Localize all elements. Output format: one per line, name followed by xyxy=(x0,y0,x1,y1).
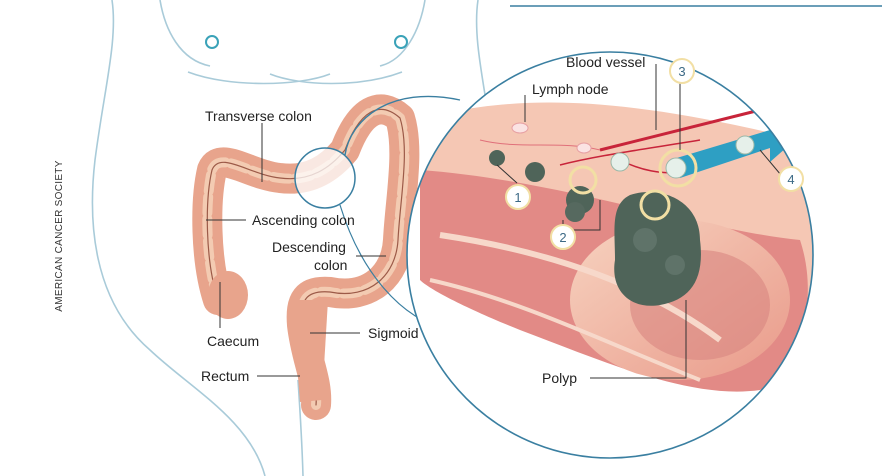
zoom-circle-border xyxy=(406,51,814,459)
zoom-detail xyxy=(407,52,813,458)
svg-text:1: 1 xyxy=(514,190,521,205)
label-lymph-node: Lymph node xyxy=(532,81,609,97)
label-caecum: Caecum xyxy=(207,333,259,349)
stage-badge-2: 2 xyxy=(550,224,576,250)
svg-text:3: 3 xyxy=(678,64,685,79)
label-descending-colon-1: Descending xyxy=(272,239,346,255)
label-blood-vessel: Blood vessel xyxy=(566,54,645,70)
magnify-spot xyxy=(294,147,356,209)
stage-badge-4: 4 xyxy=(778,166,804,192)
stage-badge-1: 1 xyxy=(505,184,531,210)
svg-text:2: 2 xyxy=(559,230,566,245)
nipple-left-icon xyxy=(205,35,219,49)
leader-lines xyxy=(206,64,782,379)
source-credit: AMERICAN CANCER SOCIETY xyxy=(54,160,65,311)
blood-vessel-shape xyxy=(599,108,761,152)
label-ascending-colon: Ascending colon xyxy=(252,212,355,228)
stage-badge-3: 3 xyxy=(669,58,695,84)
stage-ring-2 xyxy=(568,165,598,195)
svg-text:4: 4 xyxy=(787,172,794,187)
metastasis-arrow xyxy=(610,115,795,179)
lymph-node-shape-2 xyxy=(576,142,592,154)
label-descending-colon-2: colon xyxy=(314,257,347,273)
rectum-shape xyxy=(292,300,328,402)
caecum-shape xyxy=(208,271,248,319)
polyp-shape xyxy=(614,192,701,306)
stage-ring-polyp xyxy=(639,189,671,221)
label-sigmoid: Sigmoid xyxy=(368,325,419,341)
nipple-right-icon xyxy=(394,35,408,49)
label-rectum: Rectum xyxy=(201,368,249,384)
lymph-node-shape xyxy=(511,122,529,134)
label-polyp: Polyp xyxy=(542,370,577,386)
magnify-connector xyxy=(344,95,461,156)
tumor-stage-1 xyxy=(489,150,545,182)
label-transverse-colon: Transverse colon xyxy=(205,108,312,124)
stage-ring-3 xyxy=(658,148,698,188)
colon xyxy=(192,94,420,420)
